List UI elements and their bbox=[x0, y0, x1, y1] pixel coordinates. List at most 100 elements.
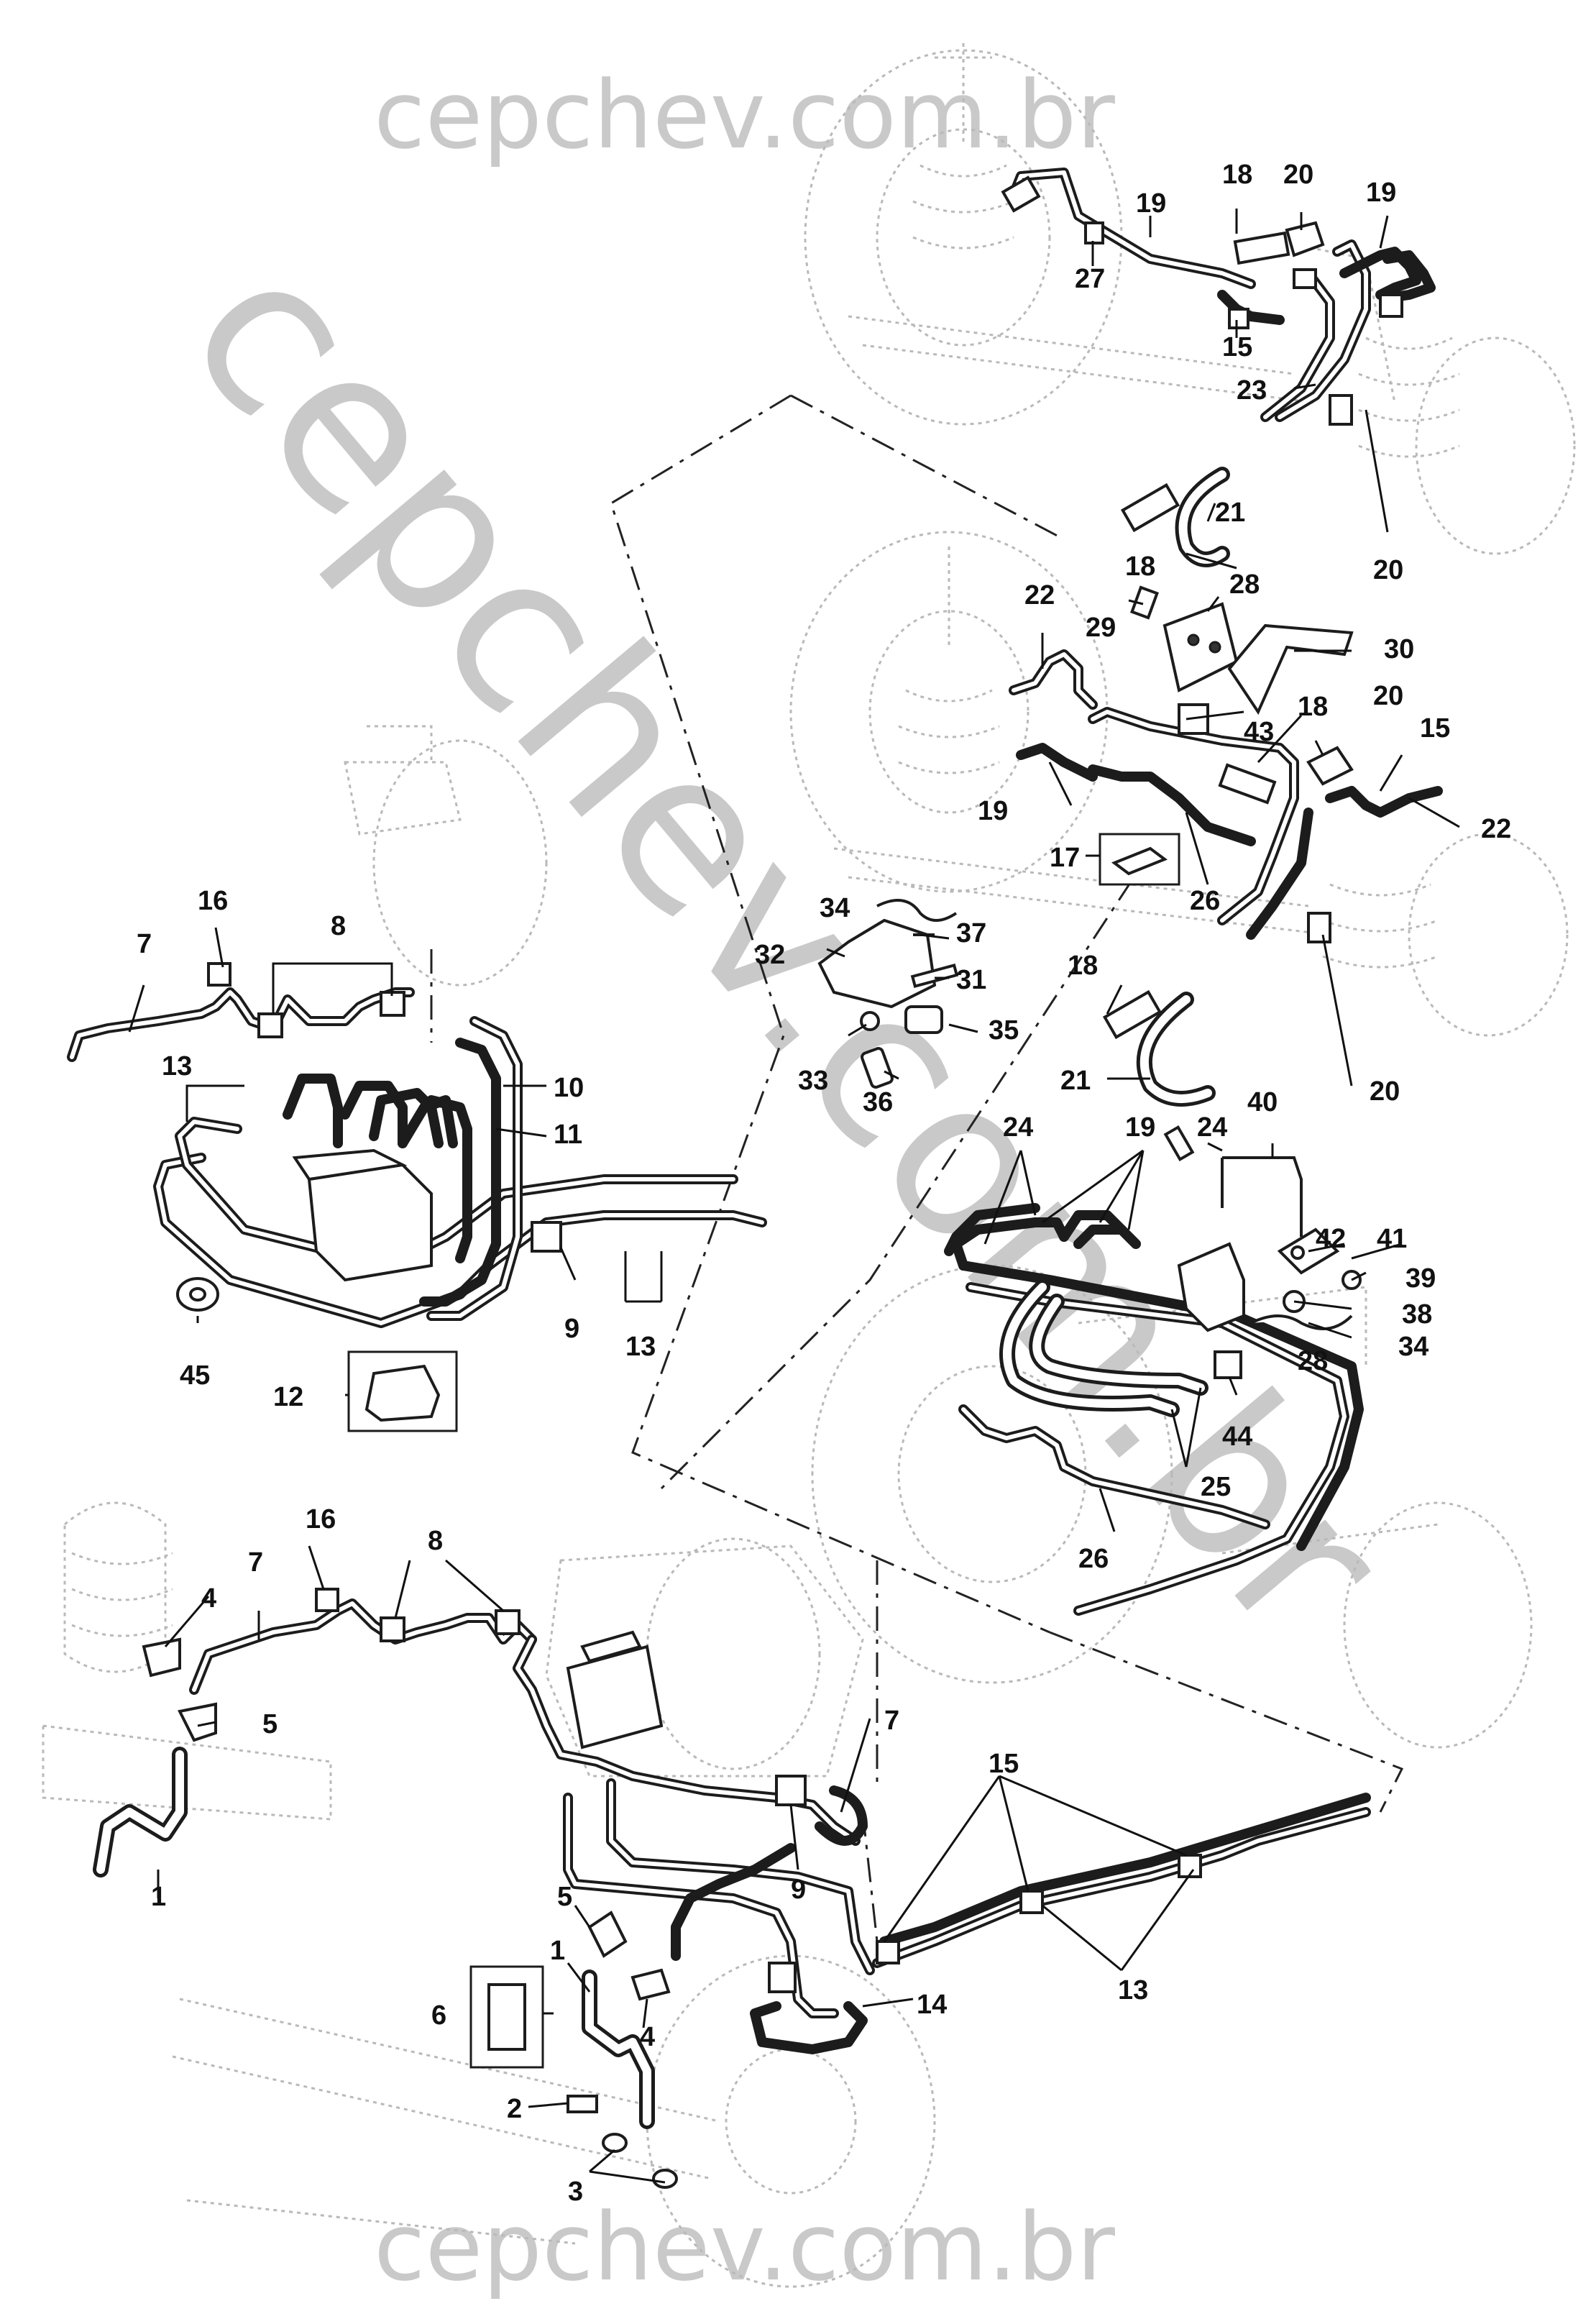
ghost-spring-right-top bbox=[1358, 337, 1460, 458]
pipe-abs-top-a bbox=[283, 1074, 343, 1148]
spring-34-lower bbox=[1250, 1314, 1353, 1330]
clip-9-lower bbox=[775, 1775, 807, 1806]
callout-38: 38 bbox=[1402, 1299, 1432, 1330]
callout-9-lower: 9 bbox=[791, 1875, 806, 1905]
bracket-5-right bbox=[587, 1911, 628, 1958]
callout-5-left: 5 bbox=[262, 1709, 278, 1739]
bolt-31 bbox=[910, 964, 959, 988]
pipe-26-mid-b bbox=[1246, 808, 1313, 940]
clip-9-left bbox=[531, 1221, 562, 1253]
bracket-4-left bbox=[142, 1637, 181, 1678]
callout-19-mid: 19 bbox=[978, 796, 1008, 826]
sleeve-36 bbox=[861, 1047, 894, 1089]
dash-line-mid bbox=[660, 841, 1159, 1490]
ghost-strut-left bbox=[63, 1501, 167, 1673]
callout-45: 45 bbox=[180, 1360, 210, 1391]
pipe-11 bbox=[419, 1038, 501, 1307]
ghost-booster-lower bbox=[646, 1537, 821, 1770]
callout-42: 42 bbox=[1316, 1224, 1346, 1254]
clip-27 bbox=[1084, 221, 1104, 244]
dash-line-lower-bay bbox=[1049, 1631, 1404, 1813]
callout-25: 25 bbox=[1201, 1472, 1231, 1502]
callout-15-mid: 15 bbox=[1420, 713, 1450, 744]
callout-12: 12 bbox=[273, 1382, 303, 1412]
dash-line-upper-bay bbox=[790, 394, 1065, 541]
perspective-lines bbox=[430, 394, 1404, 1942]
bracket-4-right bbox=[630, 1968, 671, 2001]
callout-10: 10 bbox=[554, 1073, 584, 1103]
callout-16-left: 16 bbox=[198, 886, 228, 916]
clip-8-lower-b bbox=[495, 1609, 520, 1635]
washer-3-a bbox=[602, 2133, 628, 2153]
callout-labels: 19 27 18 20 19 15 23 20 21 18 22 29 28 3… bbox=[137, 160, 1511, 2207]
clip-6 bbox=[487, 1983, 526, 2051]
abs-modulator-group bbox=[67, 962, 767, 1432]
ghost-rear-wheel-right-lower bbox=[1343, 1501, 1533, 1749]
abs-modulator-top bbox=[292, 1148, 408, 1181]
callout-28-mid: 28 bbox=[1229, 569, 1260, 600]
u-bolt-40 bbox=[1221, 1156, 1303, 1237]
dash-line-misc bbox=[430, 949, 879, 1783]
callout-11: 11 bbox=[554, 1120, 582, 1150]
union-18-mid-lower bbox=[1102, 989, 1162, 1040]
abs-modulator-body bbox=[307, 1163, 433, 1282]
callout-18-mid-lower: 18 bbox=[1068, 951, 1098, 981]
callout-19-top: 19 bbox=[1136, 188, 1166, 219]
callout-17: 17 bbox=[1050, 843, 1080, 873]
ghost-rear-wheel-right-top bbox=[1415, 337, 1576, 555]
nut-42 bbox=[1290, 1245, 1305, 1260]
callout-7-left: 7 bbox=[137, 929, 152, 959]
ghost-rear-wheel-right-mid bbox=[1408, 833, 1569, 1037]
callout-24-left: 24 bbox=[1003, 1112, 1033, 1143]
ghost-bracket-lower bbox=[1078, 1286, 1439, 1555]
callout-4-left: 4 bbox=[201, 1583, 216, 1614]
pipe-24-inner bbox=[944, 1203, 1040, 1256]
union-18-top bbox=[1233, 231, 1290, 265]
clip-8-lower-a bbox=[380, 1616, 405, 1642]
bushing-45-hole bbox=[189, 1287, 206, 1302]
master-cylinder-reservoir bbox=[580, 1630, 642, 1663]
callout-36: 36 bbox=[863, 1087, 893, 1117]
callout-8-lower: 8 bbox=[428, 1526, 443, 1556]
clip-20-mid-lower bbox=[1307, 912, 1331, 943]
front-lines-lower bbox=[93, 1588, 1371, 2189]
pipe-13-rail-b bbox=[879, 1793, 1371, 1947]
valve-28-bolt-a bbox=[1187, 633, 1200, 646]
callout-18-mid: 18 bbox=[1298, 692, 1328, 722]
valve-28-bolt-b bbox=[1209, 641, 1221, 654]
bushing-35 bbox=[904, 1005, 943, 1034]
bracket-5-left bbox=[178, 1702, 217, 1742]
hose-1-left bbox=[93, 1747, 188, 1877]
ghost-axle-mid bbox=[833, 847, 1331, 936]
callout-6: 6 bbox=[431, 2000, 446, 2031]
bolt-24-lower bbox=[1163, 1125, 1195, 1162]
washer-3-b bbox=[652, 2169, 678, 2189]
watermark-top: cepchev.com.br bbox=[374, 60, 1115, 170]
callout-2: 2 bbox=[507, 2094, 522, 2124]
callout-13-left: 13 bbox=[162, 1051, 192, 1081]
callout-18-top: 18 bbox=[1222, 160, 1252, 190]
callout-15-lower: 15 bbox=[989, 1749, 1019, 1779]
ghost-engine-block bbox=[545, 1545, 864, 1778]
callout-22-mid-right: 22 bbox=[1481, 814, 1511, 844]
pipe-26-rail-b bbox=[958, 1261, 1364, 1551]
callout-37: 37 bbox=[956, 918, 986, 948]
callout-21-top: 21 bbox=[1215, 498, 1245, 528]
bolt-29 bbox=[1130, 585, 1159, 620]
callout-20-mid-lower: 20 bbox=[1370, 1076, 1400, 1107]
rear-axle-lines-lower bbox=[944, 1125, 1364, 1616]
callout-34-mid: 34 bbox=[820, 893, 850, 923]
ghost-spring-left bbox=[71, 1552, 173, 1637]
callout-15-top: 15 bbox=[1222, 332, 1252, 362]
callout-35: 35 bbox=[989, 1015, 1019, 1046]
callout-32: 32 bbox=[755, 940, 785, 970]
clip-12 bbox=[364, 1364, 441, 1422]
callout-40: 40 bbox=[1247, 1087, 1278, 1117]
pipe-19-mid-left bbox=[1016, 743, 1098, 782]
callout-1-left: 1 bbox=[151, 1882, 166, 1912]
callout-13-left-lower: 13 bbox=[625, 1332, 656, 1362]
callout-41: 41 bbox=[1377, 1224, 1407, 1254]
callout-29: 29 bbox=[1086, 613, 1116, 643]
callout-13-lower: 13 bbox=[1118, 1975, 1148, 2005]
callout-14: 14 bbox=[917, 1990, 947, 2020]
